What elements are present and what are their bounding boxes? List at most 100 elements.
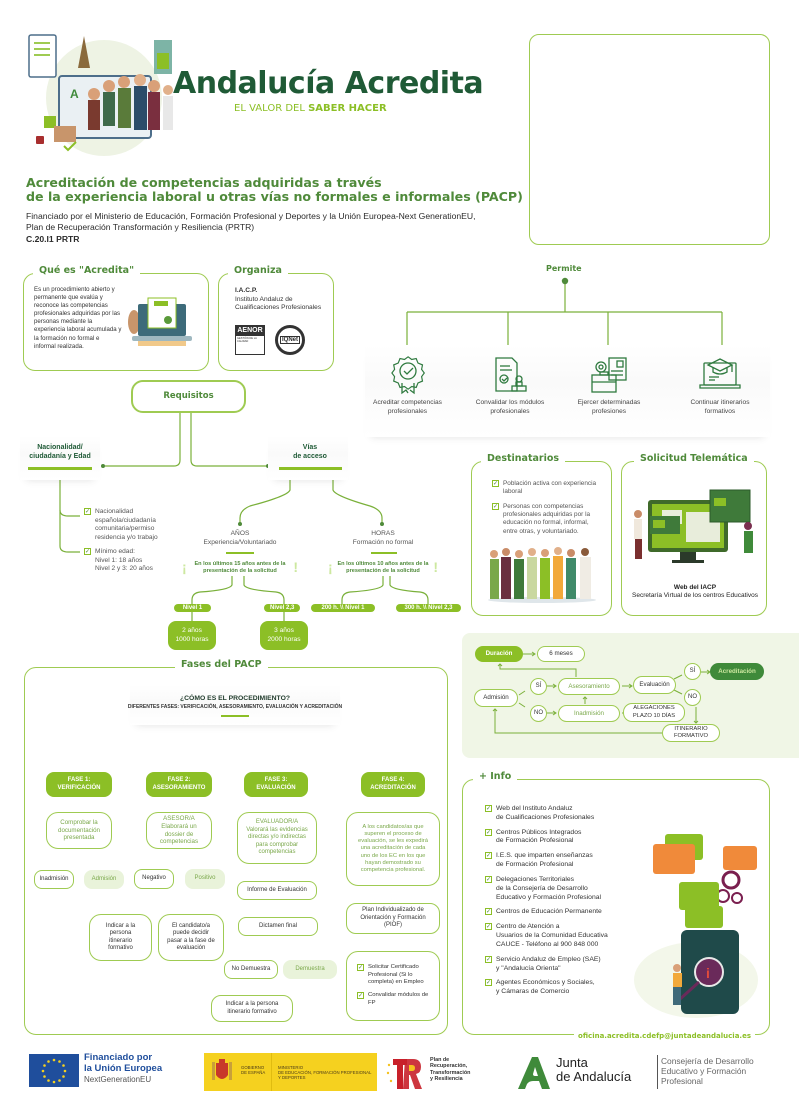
eu-line1: Financiado por [84, 1052, 153, 1063]
junta-text: Junta de Andalucía [556, 1055, 632, 1085]
fase1-admision: Admisión [84, 870, 124, 889]
nacionalidad-band [20, 436, 100, 480]
fase3-informe: Informe de Evaluación [237, 881, 317, 900]
que-es-text: Es un procedimiento abierto y permanente… [34, 286, 122, 350]
permite-label: Continuar itinerarios formativos [675, 399, 765, 416]
permite-label: Ejercer determinadas profesiones [565, 399, 653, 416]
fase3-no-demuestra: No Demuestra [224, 960, 278, 979]
info-item-line: de Cualificaciones Profesionales [496, 813, 595, 821]
destinatarios-card: Destinatarios ✓ Población activa con exp… [471, 453, 612, 616]
junta-line2: de Andalucía [556, 1069, 632, 1085]
fase1-label-line2: VERIFICACIÓN [57, 784, 101, 791]
info-item-line: Centros Públicos Integrados [496, 828, 582, 836]
permite-label-line1: Convalidar los módulos [475, 399, 545, 406]
prtr-line3: Transformación [430, 1069, 471, 1076]
horas-note-line2: presentación de la solicitud [346, 567, 420, 574]
permite-label-line1: Ejercer determinadas [577, 399, 641, 406]
fases-title: Fases del PACP [175, 659, 268, 670]
solicitud-card: Solicitud Telemática Web del IACP Secret… [621, 453, 767, 616]
prtr-text: Plan de Recuperación, Transformación y R… [430, 1057, 470, 1083]
eu-line2: la Unión Europea [84, 1063, 163, 1075]
fase1-inadmision: Inadmisión [34, 870, 74, 889]
org-line2: Cualificaciones Profesionales [235, 304, 322, 312]
duracion-value: 6 meses [537, 646, 585, 662]
permite-item: Continuar itinerarios formativos [675, 355, 765, 416]
anios-nivel23-years: 3 años [274, 627, 294, 635]
organiza-card: Organiza I.A.C.P. Instituto Andaluz de C… [218, 265, 334, 371]
organiza-text: I.A.C.P. Instituto Andaluz de Cualificac… [235, 287, 321, 313]
anios-nivel1-years: 2 años [182, 627, 202, 635]
permite-label-line2: formativos [704, 407, 736, 415]
info-item: ✓Centros de Educación Permanente [485, 908, 635, 917]
fase4-label-line1: FASE 4: [381, 777, 405, 783]
fase4-desc: A los candidatos/as que superen el proce… [346, 812, 440, 886]
funding-line2: Plan de Recuperación Transformación y Re… [26, 222, 255, 233]
prtr-line2: Recuperación, [430, 1063, 468, 1070]
destinatarios-list: ✓ Población activa con experiencia labor… [492, 480, 604, 542]
check-icon: ✓ [485, 875, 492, 883]
permite-label-line2: profesionales [387, 407, 428, 415]
main-heading-line1: Acreditación de competencias adquiridas … [26, 175, 382, 190]
solicitud-caption-bold: Web del IACP [673, 584, 717, 591]
permite-title: Permite [546, 264, 582, 273]
permite-band [365, 345, 770, 437]
brand-title: Andalucía Acredita [173, 66, 484, 101]
alegaciones-line1: ALEGACIONES [633, 705, 675, 712]
itinerario-line2: FORMATIVO [673, 733, 709, 739]
empty-photo-frame [529, 34, 770, 245]
nacionalidad-item-line: residencia y/o trabajo [95, 533, 158, 541]
nacionalidad-title-line1: Nacionalidad/ [37, 444, 83, 451]
requisitos-box: Requisitos [131, 380, 246, 413]
vias-title-line1: Vías [302, 444, 318, 451]
check-icon: ✓ [492, 502, 499, 510]
svg-text:A: A [70, 87, 79, 101]
que-es-card: Qué es "Acredita" Es un procedimiento ab… [23, 265, 209, 371]
fases-question-underline [221, 715, 249, 717]
info-item-line: Web del Instituto Andaluz [496, 805, 573, 812]
horas-title-text: HORAS [371, 530, 395, 537]
consejeria-line3: Profesional [661, 1076, 703, 1087]
destinatarios-title: Destinatarios [481, 453, 566, 464]
fase3-desc-title: EVALUADOR/A [255, 819, 299, 826]
funding-text: Financiado por el Ministerio de Educació… [26, 211, 476, 245]
ministerio-line3: Y DEPORTES [278, 1075, 306, 1081]
fase4-label: FASE 4:ACREDITACIÓN [361, 772, 425, 797]
info-email[interactable]: oficina.acredita.cdefp@juntadeandalucia.… [574, 1032, 755, 1040]
fase1-label: FASE 1:VERIFICACIÓN [46, 772, 112, 797]
nacionalidad-item-line: comunitaria/permiso [95, 525, 155, 533]
ministerio-line2: DE EDUCACIÓN, FORMACIÓN PROFESIONAL [278, 1070, 372, 1076]
info-item-line: Usuarios de la Comunidad Educativa [496, 932, 608, 940]
check-icon: ✓ [485, 908, 492, 916]
svg-text:i: i [706, 965, 710, 981]
anios-note: ¡ En los últimos 15 años antes de la pre… [180, 559, 300, 575]
permite-label-line1: Acreditar competencias [373, 399, 442, 406]
gobierno-logo: GOBIERNO DE ESPAÑA MINISTERIO DE EDUCACI… [204, 1053, 377, 1091]
fase4-check-item: ✓ Convalidar módulos de FP [357, 992, 437, 1007]
requisitos-title: Requisitos [163, 391, 214, 402]
fase4-check-text: Convalidar módulos de FP [368, 992, 429, 1006]
iqnet-label: IQNet [279, 336, 300, 344]
anios-nivel23-hours: 2000 horas [267, 635, 301, 643]
fase1-desc: Comprobar la documentación presentada [46, 812, 112, 849]
info-item-line: y "Andalucía Orienta" [496, 964, 561, 972]
fase3-label-line2: EVALUACIÓN [256, 784, 296, 791]
info-item-line: I.E.S. que imparten enseñanzas [496, 852, 593, 860]
aenor-sub: GESTIÓN DE LA CALIDAD [237, 337, 257, 344]
anios-note-line2: presentación de la solicitud [203, 567, 277, 574]
eu-stars-icon [41, 1058, 67, 1083]
anios-nivel1-value: 2 años 1000 horas [168, 621, 216, 650]
info-item-line: de Formación Profesional [496, 861, 574, 869]
solicitud-title: Solicitud Telemática [634, 453, 754, 464]
main-heading-line2: de la experiencia laboral u otras vías n… [26, 189, 523, 205]
nacionalidad-item: ✓ Mínimo edad: Nivel 1: 18 años Nivel 2 … [84, 548, 174, 574]
coat-of-arms-icon [210, 1059, 234, 1085]
funding-line1: Financiado por el Ministerio de Educació… [26, 211, 476, 221]
vias-title-line2: de acceso [293, 453, 327, 461]
permite-label: Acreditar competencias profesionales [365, 399, 450, 416]
info-item-line: de la Consejería de Desarrollo [496, 884, 588, 892]
tagline-bold: SABER HACER [308, 103, 387, 114]
